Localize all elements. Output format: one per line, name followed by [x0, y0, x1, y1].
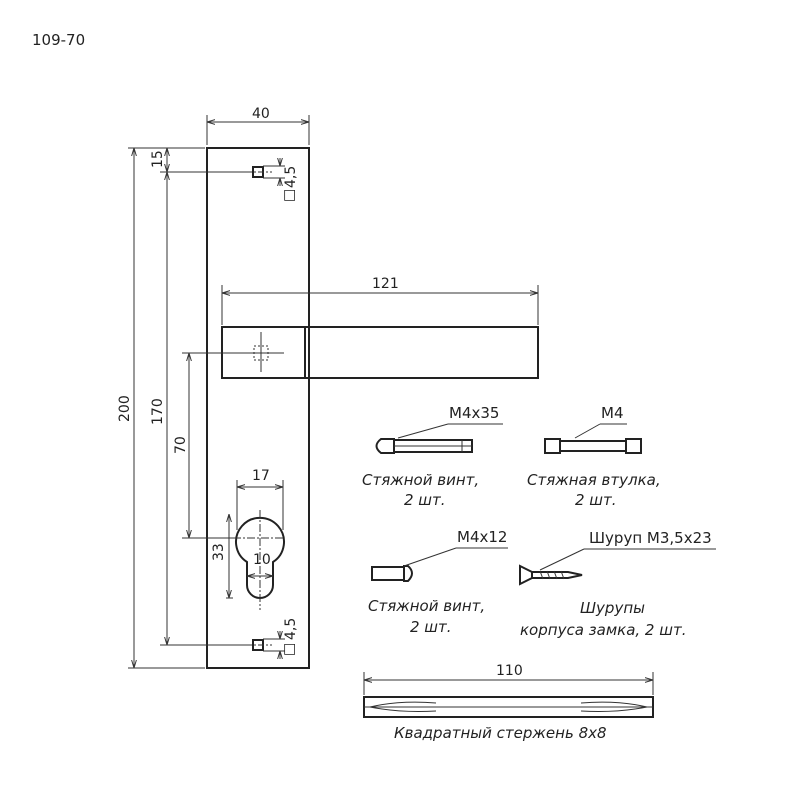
square-symbol-bottom: □: [283, 641, 296, 657]
part-sleeve-m4: M4 Стяжная втулка, 2 шт.: [527, 404, 661, 509]
part-screw-m4x35-spec: M4x35: [449, 404, 499, 422]
part-square-rod: 110 Квадратный стержень 8x8: [363, 663, 654, 742]
dim-plate-width-label: 40: [252, 106, 270, 122]
drawing-code: 109-70: [32, 31, 85, 49]
part-sleeve-m4-spec: M4: [601, 404, 624, 422]
dim-plate-width: 40: [206, 106, 310, 145]
dim-cylinder-height: 33: [211, 514, 233, 599]
dim-hole-size-bottom-label: 4,5: [283, 618, 299, 640]
dim-top-offset: 15: [150, 148, 250, 173]
dim-handle-length-label: 121: [372, 276, 399, 292]
part-screw-m4x35-caption-2: 2 шт.: [404, 491, 446, 509]
dim-cylinder-slot: 10: [247, 552, 273, 576]
dim-hole-spacing: 170: [150, 172, 250, 646]
dim-hole-size-top-label: 4,5: [283, 166, 299, 188]
square-symbol-top: □: [283, 187, 296, 203]
dim-top-offset-label: 15: [150, 150, 166, 168]
part-screw-m4x12-caption-2: 2 шт.: [410, 618, 452, 636]
part-screw-m4x12-caption-1: Стяжной винт,: [368, 597, 485, 615]
part-wood-screw-spec: Шуруп М3,5x23: [589, 529, 712, 547]
dim-handle-length: 121: [221, 276, 539, 325]
part-sleeve-m4-caption-2: 2 шт.: [575, 491, 617, 509]
part-screw-m4x12-spec: M4x12: [457, 528, 507, 546]
dim-hole-spacing-label: 170: [150, 398, 166, 425]
dim-hole-size-top: 4,5 □: [263, 158, 299, 203]
part-square-rod-caption: Квадратный стержень 8x8: [394, 724, 607, 742]
dim-rod-length-label: 110: [496, 663, 523, 679]
part-wood-screw: Шуруп М3,5x23 Шурупы корпуса замка, 2 шт…: [519, 529, 716, 639]
dim-handle-to-cylinder: 70: [173, 352, 238, 539]
dim-cylinder-width-label: 17: [252, 468, 270, 484]
cylinder-cutout: [235, 516, 285, 599]
dim-handle-to-cylinder-label: 70: [173, 436, 189, 454]
dim-total-height-label: 200: [117, 395, 133, 422]
dim-cylinder-slot-label: 10: [253, 552, 271, 568]
part-wood-screw-caption-2: корпуса замка, 2 шт.: [520, 621, 686, 639]
dim-hole-size-bottom: 4,5 □: [263, 618, 299, 659]
dim-cylinder-width: 17: [236, 468, 284, 530]
part-screw-m4x12: M4x12 Стяжной винт, 2 шт.: [368, 528, 508, 636]
part-sleeve-m4-caption-1: Стяжная втулка,: [527, 471, 661, 489]
part-screw-m4x35-caption-1: Стяжной винт,: [362, 471, 479, 489]
lever-handle: [221, 326, 539, 379]
dim-cylinder-height-label: 33: [211, 543, 227, 561]
door-plate: [206, 147, 310, 669]
part-screw-m4x35: M4x35 Стяжной винт, 2 шт.: [362, 404, 503, 509]
part-wood-screw-caption-1: Шурупы: [580, 599, 645, 617]
